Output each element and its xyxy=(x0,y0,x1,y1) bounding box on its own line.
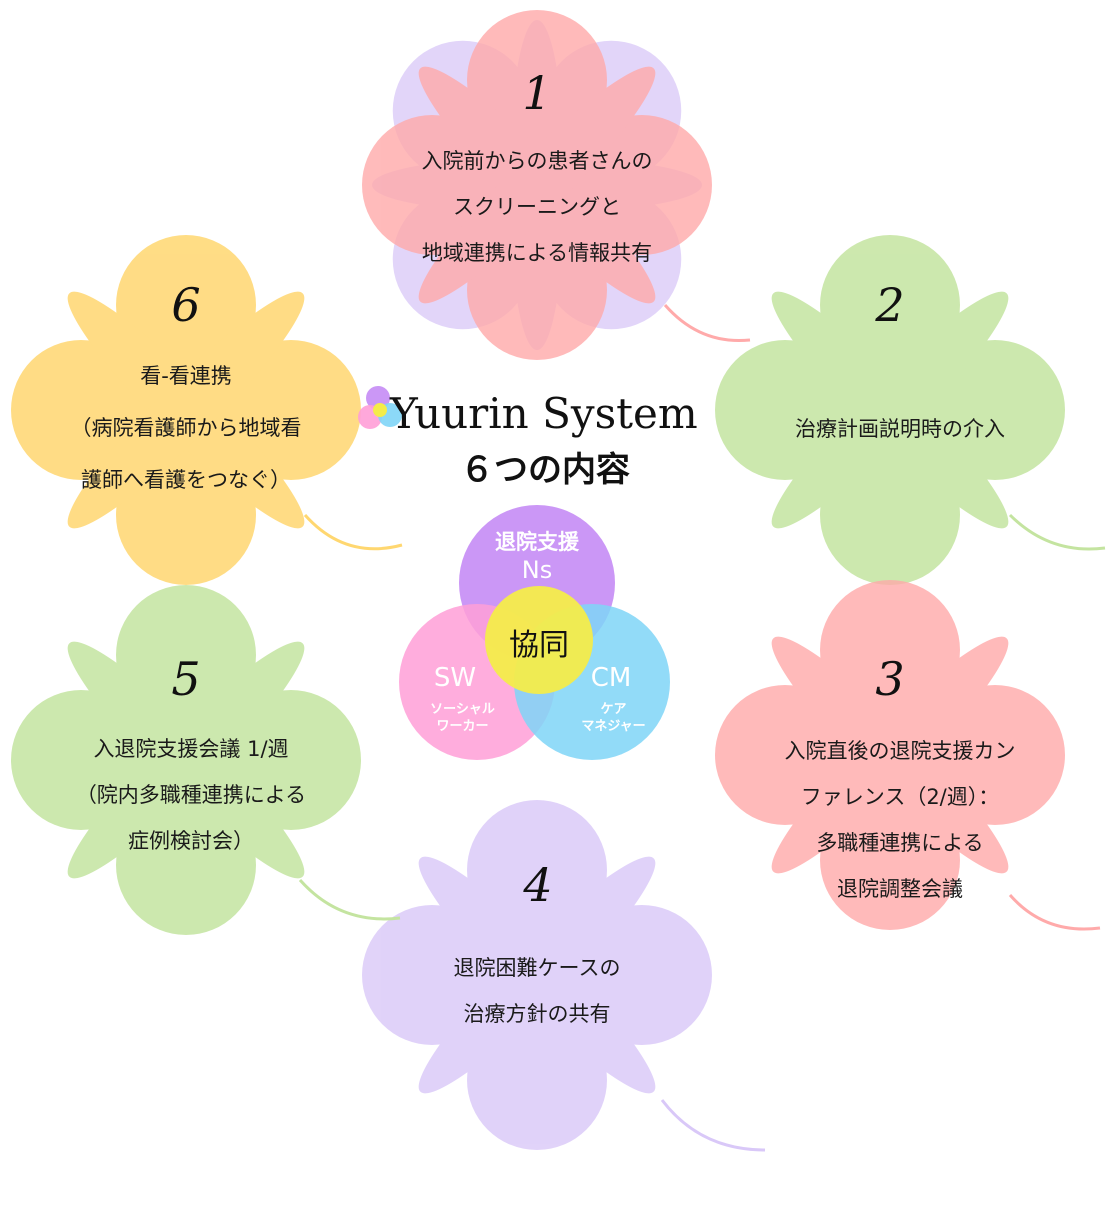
item-text-2: 治療計画説明時の介入 xyxy=(745,406,1055,452)
venn-ns-title: 退院支援 xyxy=(495,530,579,554)
item-1-line-2: スクリーニングと xyxy=(453,195,621,219)
item-6-line-3: 護師へ看護をつなぐ） xyxy=(81,468,291,492)
item-text-6: 看-看連携 （病院看護師から地域看 護師へ看護をつなぐ） xyxy=(36,350,336,506)
clover-3 xyxy=(715,580,1101,931)
item-1-line-1: 入院前からの患者さんの xyxy=(421,149,653,173)
item-3-line-4: 退院調整会議 xyxy=(837,877,963,901)
item-3-line-1: 入院直後の退院支援カン xyxy=(784,739,1016,763)
venn-center-circle xyxy=(485,586,593,694)
diagram-title: Yuurin System xyxy=(390,389,698,438)
venn-sw-abbr: SW xyxy=(433,663,477,693)
item-text-5: 入退院支援会議 1/週 （院内多職種連携による 症例検討会） xyxy=(41,726,341,864)
diagram-subtitle: ６つの内容 xyxy=(460,450,630,490)
item-number-3: 3 xyxy=(875,652,905,706)
item-text-3: 入院直後の退院支援カン ファレンス（2/週）： 多職種連携による 退院調整会議 xyxy=(745,728,1055,912)
clover-6 xyxy=(11,235,403,585)
logo-icon xyxy=(358,386,402,429)
item-number-2: 2 xyxy=(875,278,905,332)
item-4-line-2: 治療方針の共有 xyxy=(463,1002,611,1026)
clover-5 xyxy=(11,585,401,935)
item-6-line-2: （病院看護師から地域看 xyxy=(70,416,302,440)
venn-center-label: 協同 xyxy=(509,628,569,663)
item-5-line-2: （院内多職種連携による xyxy=(75,783,307,807)
item-2-line-1: 治療計画説明時の介入 xyxy=(795,417,1005,441)
item-5-line-3: 症例検討会） xyxy=(128,829,254,853)
item-6-line-1: 看-看連携 xyxy=(140,364,232,388)
venn-cm-abbr: CM xyxy=(590,663,632,693)
clover-4 xyxy=(362,800,766,1152)
venn-cm-sub2: マネジャー xyxy=(581,719,646,734)
venn-sw-sub2: ワーカー xyxy=(436,719,489,734)
clover-1 xyxy=(289,0,785,433)
item-5-line-1: 入退院支援会議 1/週 xyxy=(93,737,289,761)
item-1-line-3: 地域連携による情報共有 xyxy=(421,241,653,265)
item-number-1: 1 xyxy=(522,66,552,120)
item-3-line-2: ファレンス（2/週）： xyxy=(800,785,1000,809)
item-text-4: 退院困難ケースの 治療方針の共有 xyxy=(397,945,677,1037)
item-3-line-3: 多職種連携による xyxy=(816,831,984,855)
item-number-5: 5 xyxy=(171,652,201,706)
clover-2 xyxy=(715,235,1106,585)
venn-diagram xyxy=(399,505,670,760)
item-text-1: 入院前からの患者さんの スクリーニングと 地域連携による情報共有 xyxy=(377,138,697,276)
venn-cm-sub1: ケア xyxy=(600,702,627,717)
venn-ns-abbr: Ns xyxy=(521,556,553,584)
item-4-line-1: 退院困難ケースの xyxy=(453,956,621,980)
item-number-6: 6 xyxy=(171,278,201,332)
venn-sw-sub1: ソーシャル xyxy=(430,702,495,717)
item-number-4: 4 xyxy=(523,858,553,912)
